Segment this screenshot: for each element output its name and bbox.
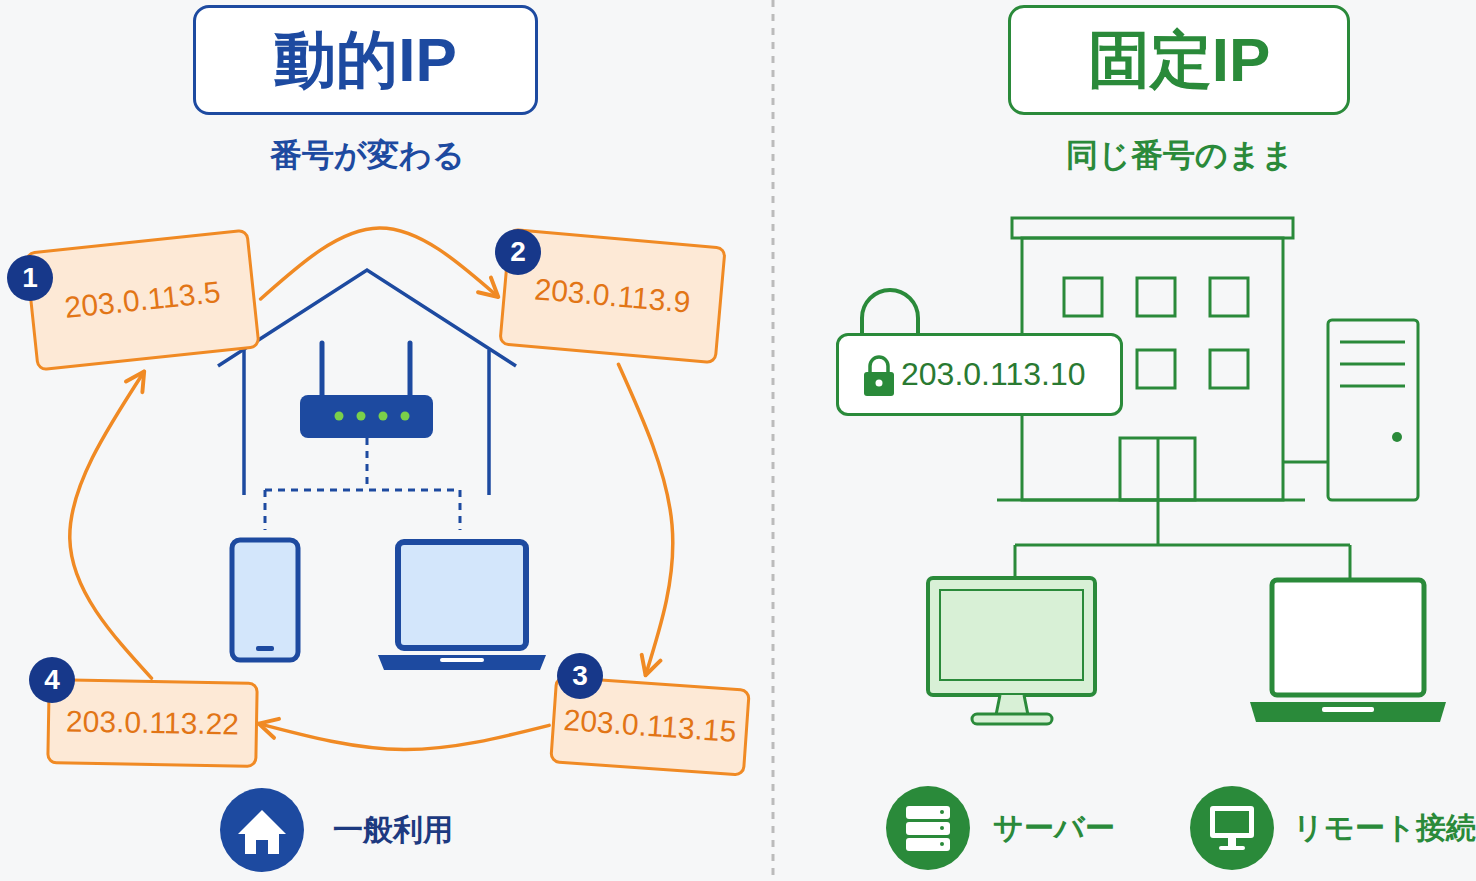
cycle-arrow [261,228,499,299]
monitor-stand [996,695,1028,715]
cycle-arrow [259,724,549,750]
laptop-base [378,655,546,670]
lock-icon-keyhole [876,380,883,387]
server-tower [1328,320,1418,500]
text-label: 番号が変わる [117,133,617,177]
building-window [1137,350,1175,388]
router-led [357,412,366,421]
cycle-arrow [70,371,152,678]
server-icon [886,786,970,870]
node-text: 固定IP [1088,18,1271,102]
house-roof [218,270,516,366]
monitor-screen [940,590,1083,680]
building-window [1137,278,1175,316]
text-label: リモート接続 [1293,806,1476,850]
ip-address-box: 203.0.113.5 [24,229,260,372]
callout-number: 2 [494,228,542,276]
monitor-glyph-foot [1219,846,1245,850]
server-glyph-dot [940,842,944,846]
router-antenna [408,343,413,396]
router-led [335,412,344,421]
callout-circle-shape [7,255,53,301]
server-glyph-dot [940,810,944,814]
server-glyph [906,838,950,851]
text-label: 同じ番号のまま [930,133,1430,177]
divider-line [772,0,775,881]
text-label: サーバー [993,806,1115,850]
home-icon [220,788,304,872]
server-glyph-dot [940,826,944,830]
house-wall [242,350,246,495]
building-window [1210,278,1248,316]
lock-icon-shackle [870,357,888,373]
monitor-glyph-screen [1215,811,1249,833]
callout-number: 4 [28,656,76,704]
server-slots [1340,342,1405,386]
wireless-link [265,438,460,530]
callout-circle-shape [495,229,541,275]
phone-button [256,646,274,651]
callout-number: 3 [572,660,588,692]
monitor-foot [972,714,1052,724]
network-tree [1015,500,1350,578]
callout-number: 4 [44,664,60,696]
router-led [379,412,388,421]
lock-shackle [862,290,918,338]
monitor-icon [1190,786,1274,870]
title-box: 動的IP [193,5,538,115]
laptop-notch [440,658,484,662]
callout-number: 2 [510,236,526,268]
router-antenna [320,343,325,396]
callout-number: 1 [22,262,38,294]
callout-number: 3 [556,652,604,700]
laptop-base [1250,702,1446,722]
node-text: 203.0.113.9 [533,272,692,319]
node-text: 動的IP [274,18,457,102]
router-body [300,395,433,438]
home-glyph [238,810,286,854]
node-text: 203.0.113.5 [63,275,222,325]
monitor-glyph-stand [1228,838,1236,846]
node-text: 203.0.113.22 [66,704,240,741]
server-glyph [906,822,950,835]
title-box: 固定IP [1008,5,1350,115]
laptop-screen [1272,580,1424,695]
building-window [1064,278,1102,316]
house-wall [487,350,491,495]
fixed-ip-box: 203.0.113.10 [836,333,1123,416]
ground-line [997,499,1305,502]
callout-circle-shape [29,657,75,703]
cycle-arrow [618,364,672,675]
node-text: 203.0.113.15 [563,703,738,749]
lock-icon-body [864,372,894,396]
building-cap [1012,218,1293,238]
node-text: 203.0.113.10 [901,356,1085,393]
monitor-symbol [928,578,1095,695]
router-led [401,412,410,421]
server-led [1392,432,1402,442]
callout-circle-shape [557,653,603,699]
text-label: 一般利用 [333,808,453,852]
server-link [1283,461,1328,464]
server-glyph [906,806,950,819]
door-split [1157,438,1160,500]
phone-symbol [232,540,298,660]
building-door [1120,438,1195,500]
callout-number: 1 [6,254,54,302]
ip-address-box: 203.0.113.22 [46,678,258,768]
building-window [1210,350,1248,388]
laptop-screen [398,542,526,648]
laptop-notch [1322,707,1374,712]
monitor-glyph [1210,806,1254,838]
